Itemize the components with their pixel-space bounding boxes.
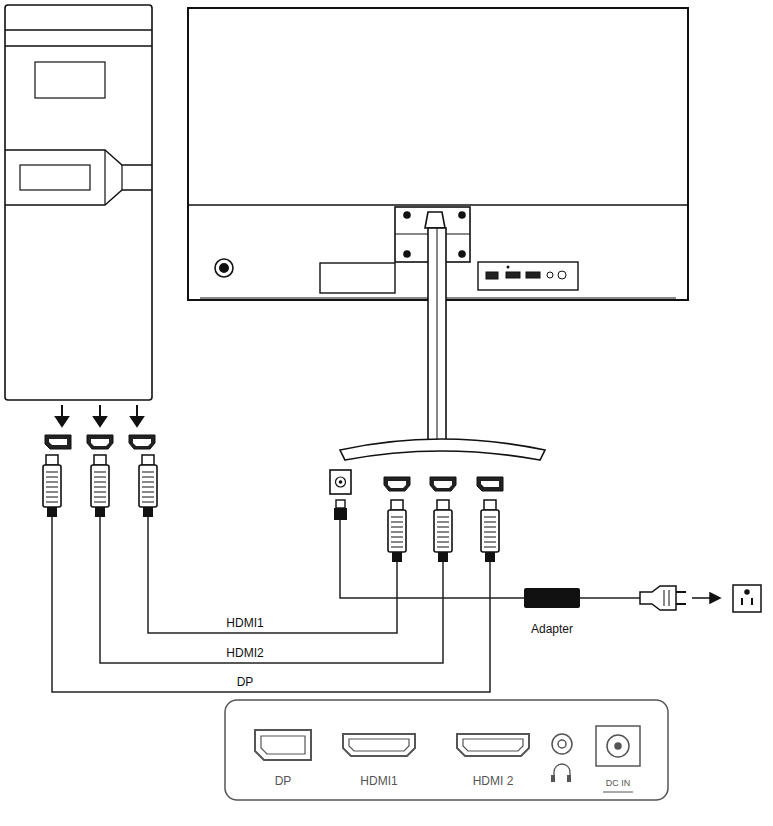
- pc-plugs: [43, 455, 157, 517]
- drawing-part: [139, 455, 157, 517]
- drawing-part: [710, 593, 720, 603]
- drawing-part: [742, 598, 752, 605]
- drawing-part: [596, 726, 640, 766]
- drawing-part: [384, 477, 410, 491]
- drawing-part: [5, 5, 152, 400]
- cable-label: HDMI2: [226, 647, 263, 660]
- drawing-part: [457, 734, 529, 756]
- drawing-part: [459, 251, 465, 257]
- drawing-part: [261, 736, 305, 754]
- monitor-plugs: [334, 500, 499, 562]
- drawing-part: [343, 734, 415, 756]
- port-label: HDMI1: [360, 775, 397, 788]
- drawing-part: [320, 263, 395, 293]
- drawing-part: [745, 590, 749, 594]
- drawing-part: [552, 734, 572, 754]
- drawing-part: [481, 500, 499, 562]
- drawing-part: [430, 477, 456, 491]
- direction-arrows: [56, 405, 143, 426]
- drawing-part: [52, 517, 490, 692]
- drawing-part: [558, 740, 566, 748]
- drawing-part: [334, 508, 347, 520]
- drawing-part: [215, 259, 233, 277]
- drawing-part: [94, 417, 106, 426]
- drawing-part: [477, 477, 503, 491]
- drawing-part: [478, 262, 578, 290]
- port-label: DP: [275, 775, 292, 788]
- drawing-part: [580, 597, 640, 599]
- adapter-label: Adapter: [520, 622, 584, 636]
- power-adapter: Adapter: [520, 588, 584, 636]
- drawing-part: [733, 585, 761, 612]
- wall-outlet: [733, 585, 761, 612]
- drawing-part: [567, 775, 571, 782]
- drawing-part: [459, 212, 465, 218]
- drawing-part: [91, 455, 109, 517]
- drawing-part: [640, 586, 676, 610]
- cables: [52, 517, 640, 692]
- pc-ports: [45, 435, 155, 449]
- drawing-part: [434, 500, 452, 562]
- adapter-body: [524, 588, 580, 608]
- cable-label: DP: [237, 676, 254, 689]
- drawing-part: [45, 435, 71, 449]
- drawing-part: [607, 735, 629, 757]
- drawing-part: [131, 417, 143, 426]
- monitor-stand: [340, 207, 545, 460]
- drawing-part: [404, 212, 410, 218]
- port-label: DC IN: [606, 779, 631, 789]
- drawing-part: [148, 517, 397, 633]
- drawing-part: [664, 590, 669, 606]
- drawing-part: [551, 775, 555, 782]
- drawing-part: [676, 592, 686, 604]
- drawing-part: [603, 792, 633, 793]
- drawing-part: [56, 417, 68, 426]
- drawing-part: [349, 739, 409, 751]
- drawing-part: [336, 477, 346, 487]
- drawing-part: [437, 228, 438, 440]
- drawing-part: [339, 480, 343, 484]
- drawing-part: [43, 455, 61, 517]
- drawing-part: [255, 730, 311, 760]
- drawing-part: [5, 150, 152, 205]
- drawing-part: [526, 272, 540, 278]
- drawing-part: [87, 435, 113, 449]
- drawing-part: [188, 204, 688, 206]
- drawing-part: [547, 272, 553, 278]
- port-panel: [225, 700, 668, 800]
- monitor-ports: [330, 470, 503, 494]
- drawing-part: [388, 500, 406, 562]
- drawing-part: [5, 30, 152, 46]
- drawing-part: [220, 264, 228, 272]
- drawing-part: [404, 251, 410, 257]
- drawing-part: [35, 62, 105, 98]
- mains-plug: [640, 586, 720, 610]
- drawing-part: [558, 271, 566, 279]
- drawing-part: [330, 470, 351, 494]
- pc-tower: [5, 5, 152, 400]
- drawing-part: [225, 700, 668, 800]
- drawing-part: [129, 435, 155, 449]
- drawing-part: [506, 272, 520, 278]
- drawing-part: [425, 212, 445, 228]
- drawing-part: [692, 597, 712, 599]
- drawing-part: [340, 439, 545, 460]
- drawing-part: [428, 228, 446, 440]
- drawing-part: [336, 500, 345, 508]
- drawing-part: [105, 150, 122, 205]
- drawing-part: [20, 165, 90, 190]
- drawing-part: [486, 272, 498, 279]
- drawing-part: [615, 743, 621, 749]
- drawing-part: [507, 266, 510, 269]
- drawing-part: [463, 739, 523, 751]
- port-label: HDMI 2: [473, 775, 514, 788]
- cable-label: HDMI1: [226, 617, 263, 630]
